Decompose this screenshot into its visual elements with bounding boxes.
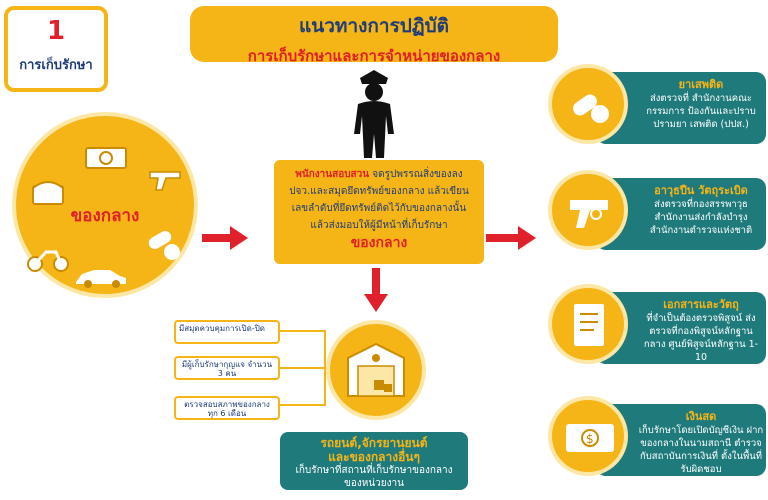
gun-icon (566, 192, 614, 232)
procedure-line1-rest: จดรูปพรรณสิ่งของลง (369, 169, 463, 180)
evidence-circle: ของกลาง (12, 112, 198, 298)
treasure-chest-icon (30, 176, 66, 206)
procedure-line2: ปจว.และสมุดยึดทรัพย์ของกลาง แล้วเขียน (289, 186, 469, 197)
documents-card-text: เอกสารและวัตถุ ที่จำเป็นต้องตรวจพิสูจน์ … (638, 298, 764, 364)
weapons-card: อาวุธปืน วัตถุระเบิด ส่งตรวจที่กองสรรพาว… (596, 178, 766, 250)
documents-card-title: เอกสารและวัตถุ (663, 298, 739, 311)
vehicle-storage-box: รถยนต์,จักรยานยนต์ และของกลางอื่นๆ เก็บร… (280, 432, 468, 490)
svg-text:$: $ (586, 432, 594, 446)
drugs-card-body: ส่งตรวจที่ สำนักงานคณะกรรมการ ป้องกันและ… (646, 93, 756, 130)
drugs-card: ยาเสพติด ส่งตรวจที่ สำนักงานคณะกรรมการ ป… (596, 72, 766, 144)
procedure-evidence-label: ของกลาง (350, 235, 408, 251)
arrow-right-2 (486, 224, 536, 252)
pills-icon (568, 84, 612, 128)
cash-card: เงินสด เก็บรักษาโดยเปิดบัญชีเงิน ฝากของก… (596, 404, 766, 476)
title-line2: การเก็บรักษาและการจำหน่ายของกลาง (247, 47, 501, 65)
police-officer-icon (348, 68, 400, 160)
weapons-circle (548, 170, 628, 250)
cash-icon: $ (564, 420, 616, 456)
connector-middle (280, 367, 326, 369)
cash-circle: $ (548, 396, 628, 476)
investigator-label: พนักงานสอบสวน (295, 169, 370, 180)
procedure-line4: แล้วส่งมอบให้ผู้มีหน้าที่เก็บรักษา (310, 220, 448, 231)
procedure-line1: พนักงานสอบสวน จดรูปพรรณสิ่งของลง (282, 166, 476, 183)
weapons-card-title: อาวุธปืน วัตถุระเบิด (654, 184, 748, 197)
pills-icon (144, 226, 184, 262)
gun-icon (148, 166, 184, 192)
weapons-card-text: อาวุธปืน วัตถุระเบิด ส่งตรวจที่กองสรรพาว… (638, 184, 764, 237)
weapons-card-body: ส่งตรวจที่กองสรรพาวุธ สำนักงานส่งกำลังบำ… (649, 199, 753, 236)
cash-card-text: เงินสด เก็บรักษาโดยเปิดบัญชีเงิน ฝากของก… (638, 410, 764, 476)
drugs-circle (548, 64, 628, 144)
vehicle-storage-body1: เก็บรักษาที่สถานที่เก็บรักษาของกลาง (295, 465, 453, 476)
drugs-card-text: ยาเสพติด ส่งตรวจที่ สำนักงานคณะกรรมการ ป… (638, 78, 764, 131)
motorcycle-icon (26, 244, 70, 272)
money-icon (84, 144, 128, 172)
cash-card-body: เก็บรักษาโดยเปิดบัญชีเงิน ฝากของกลางในนา… (638, 425, 764, 475)
vehicle-storage-title2: และของกลางอื่นๆ (328, 450, 420, 464)
warehouse-circle (326, 320, 426, 420)
checklist-item: มีสมุดควบคุมการเปิด-ปิด (174, 320, 280, 344)
step-badge: 1 การเก็บรักษา (4, 6, 108, 92)
documents-card-body: ที่จำเป็นต้องตรวจพิสูจน์ ส่ง ตรวจที่กองพ… (643, 313, 759, 363)
evidence-label: ของกลาง (70, 206, 140, 226)
drugs-card-title: ยาเสพติด (678, 78, 724, 91)
documents-circle (548, 284, 628, 364)
procedure-box: พนักงานสอบสวน จดรูปพรรณสิ่งของลง ปจว.และ… (274, 160, 484, 264)
arrow-down (362, 268, 390, 312)
warehouse-icon (344, 338, 408, 402)
car-icon (72, 266, 130, 290)
page-title: แนวทางการปฏิบัติ การเก็บรักษาและการจำหน่… (190, 6, 558, 65)
document-icon (570, 302, 610, 350)
arrow-right-1 (202, 224, 248, 252)
step-number: 1 (46, 16, 66, 46)
cash-card-title: เงินสด (685, 410, 717, 423)
procedure-line3: เลขลำดับที่ยึดทรัพย์ติดไว้กับของกลางนั้น (291, 203, 467, 214)
step-label: การเก็บรักษา (19, 58, 93, 73)
vehicle-storage-body2: ของหน่วยงาน (344, 478, 404, 489)
checklist-item: มีผู้เก็บรักษากุญแจ จำนวน 3 คน (174, 356, 280, 380)
vehicle-storage-title1: รถยนต์,จักรยานยนต์ (320, 436, 428, 450)
checklist-item: ตรวจสอบสภาพของกลาง ทุก 6 เดือน (174, 396, 280, 420)
title-line1: แนวทางการปฏิบัติ (299, 15, 449, 37)
